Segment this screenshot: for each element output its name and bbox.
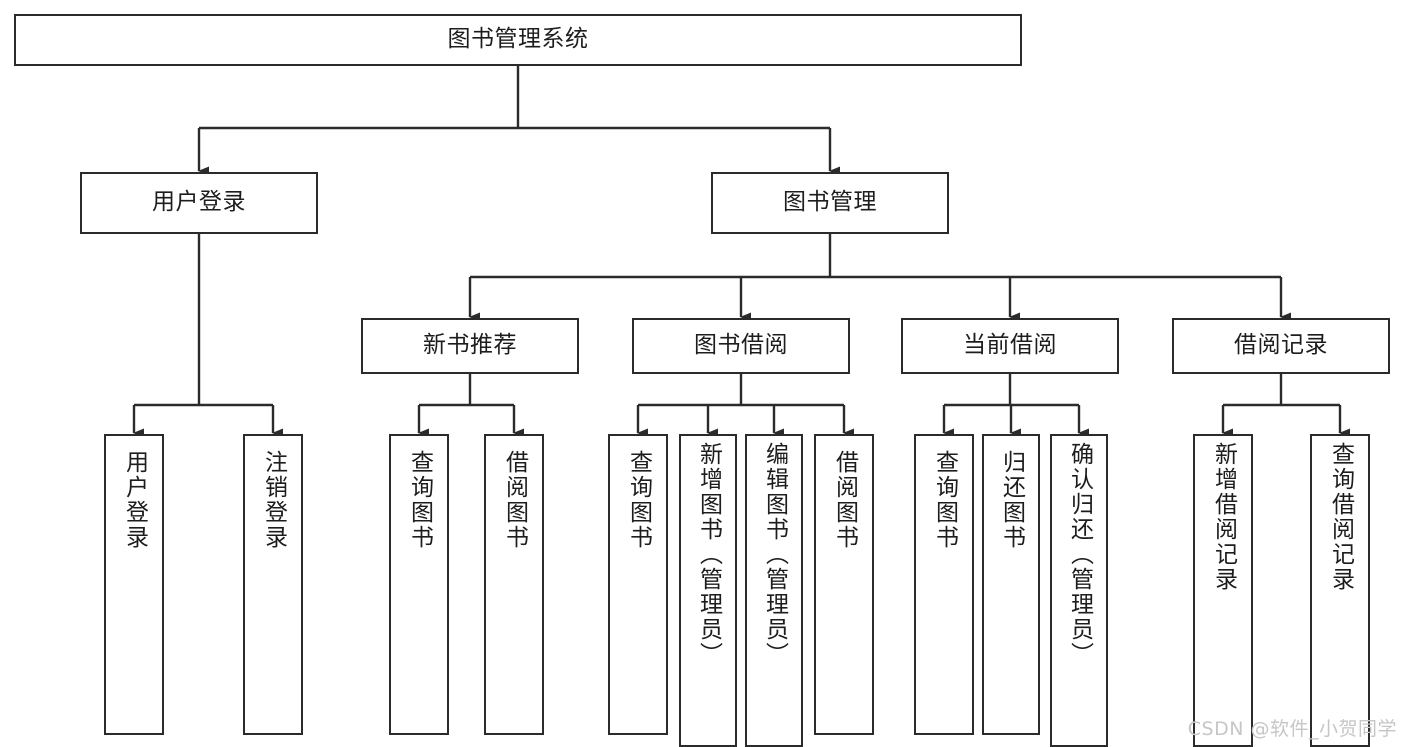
node-label: 查询图书 <box>406 450 433 550</box>
node-label: 归还图书 <box>998 450 1025 550</box>
node-label: 新增借阅记录 <box>1210 442 1237 592</box>
node-label: 查询图书 <box>625 450 652 550</box>
node-label: 确认归还（管理员） <box>1066 442 1093 667</box>
node-label: 图书管理 <box>783 189 877 216</box>
node-label: 借阅图书 <box>831 450 858 550</box>
node-label: 新增图书（管理员） <box>695 442 722 667</box>
node-label: 借阅记录 <box>1234 332 1328 359</box>
node-label: 新书推荐 <box>423 332 517 359</box>
node-label: 用户登录 <box>121 450 148 550</box>
node-leaf-add-record[interactable]: 新增借阅记录 <box>1193 434 1253 747</box>
node-new-book-rec[interactable]: 新书推荐 <box>361 318 579 374</box>
node-leaf-return-book[interactable]: 归还图书 <box>982 434 1040 735</box>
node-root[interactable]: 图书管理系统 <box>14 14 1022 66</box>
node-label: 借阅图书 <box>501 450 528 550</box>
node-leaf-logout[interactable]: 注销登录 <box>243 434 303 735</box>
node-user-login[interactable]: 用户登录 <box>80 172 318 234</box>
node-leaf-borrow-book-b[interactable]: 借阅图书 <box>814 434 874 735</box>
node-borrow-record[interactable]: 借阅记录 <box>1172 318 1390 374</box>
node-leaf-borrow-book-rec[interactable]: 借阅图书 <box>484 434 544 735</box>
node-leaf-query-book-c[interactable]: 查询图书 <box>914 434 974 735</box>
node-leaf-query-book-rec[interactable]: 查询图书 <box>389 434 449 735</box>
node-label: 查询借阅记录 <box>1327 442 1354 592</box>
node-leaf-query-book-b[interactable]: 查询图书 <box>608 434 668 735</box>
node-label: 图书管理系统 <box>447 26 589 53</box>
watermark-text: CSDN @软件_小贺同学 <box>1187 718 1397 740</box>
node-label: 查询图书 <box>931 450 958 550</box>
node-leaf-query-record[interactable]: 查询借阅记录 <box>1310 434 1370 747</box>
node-label: 注销登录 <box>260 450 287 550</box>
edge-lines <box>132 66 1350 438</box>
node-label: 编辑图书（管理员） <box>761 442 788 667</box>
node-leaf-confirm-return[interactable]: 确认归还（管理员） <box>1050 434 1108 747</box>
node-book-manage[interactable]: 图书管理 <box>711 172 949 234</box>
node-current-borrow[interactable]: 当前借阅 <box>901 318 1119 374</box>
node-leaf-edit-book[interactable]: 编辑图书（管理员） <box>745 434 803 747</box>
node-label: 用户登录 <box>152 189 246 216</box>
node-label: 当前借阅 <box>963 332 1057 359</box>
node-leaf-user-login[interactable]: 用户登录 <box>104 434 164 735</box>
node-book-borrow[interactable]: 图书借阅 <box>632 318 850 374</box>
node-leaf-add-book[interactable]: 新增图书（管理员） <box>679 434 737 747</box>
node-label: 图书借阅 <box>694 332 788 359</box>
